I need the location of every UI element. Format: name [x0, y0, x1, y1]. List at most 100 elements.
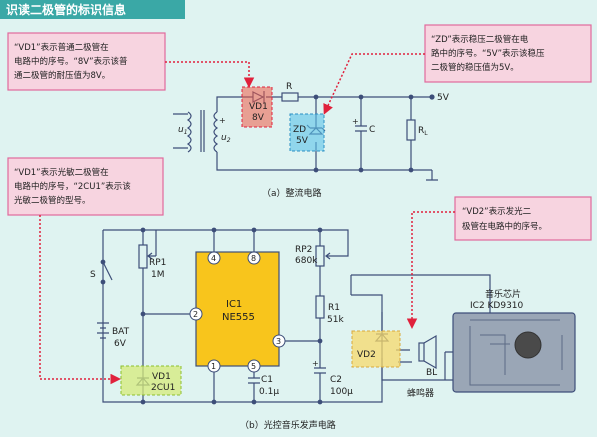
c2-value-label: 100μ [330, 387, 353, 397]
rp2-value-label: 680k [295, 256, 318, 266]
note-vd2: “VD2”表示发光二 极管在电路中的序号。 [454, 196, 592, 241]
callout-arrows [39, 53, 455, 385]
ic1-leads [213, 230, 320, 402]
c2-name-label: C2 [330, 375, 342, 385]
pin-4 [207, 251, 221, 265]
pin-5-label: 5 [251, 362, 256, 371]
chip-leads [445, 351, 453, 381]
svg-text:路中的序号。“5V”表示该稳压: 路中的序号。“5V”表示该稳压 [431, 48, 545, 59]
zd-name-label: ZD [293, 125, 306, 135]
pin-2 [189, 307, 203, 321]
u1-label: u1 [178, 125, 188, 136]
svg-text:极管在电路中的序号。: 极管在电路中的序号。 [462, 221, 547, 232]
resistor-rl [406, 119, 416, 141]
svg-text:“ZD”表示稳压二极管在电: “ZD”表示稳压二极管在电 [431, 34, 529, 45]
transformer-primary-leads [173, 113, 188, 149]
zd-highlight-box [289, 113, 325, 152]
rp2-resistor [315, 245, 325, 267]
arrow-to-vd1 [165, 61, 255, 88]
pin-5 [247, 359, 261, 373]
chip-title-label: 音乐芯片 [485, 288, 521, 300]
r1-name-label: R1 [328, 303, 340, 313]
chip-name-label: IC2 KD9310 [470, 301, 524, 311]
vd1-photodiode-highlight [120, 365, 182, 396]
r1-value-label: 51k [327, 315, 344, 325]
arrow-to-zd [323, 53, 425, 115]
rp1-wiper [147, 252, 156, 260]
bat-value-label: 6V [114, 339, 127, 349]
chip-traces [469, 319, 563, 386]
buzzer-label: 蜂鸣器 [407, 387, 434, 399]
c2-plus: + [312, 359, 319, 368]
pin-2-label: 2 [193, 310, 198, 319]
svg-text:二极管的稳压值为5V。: 二极管的稳压值为5V。 [431, 62, 519, 73]
switch-label: S [90, 270, 96, 280]
svg-text:电路中的序号。“8V”表示该普: 电路中的序号。“8V”表示该普 [14, 56, 128, 67]
pin-3 [272, 334, 286, 348]
rp2-name-label: RP2 [295, 245, 312, 255]
circuit-b [97, 227, 491, 405]
transformer-plus: + [219, 116, 226, 125]
c2-capacitor [314, 367, 326, 402]
header-title: 识读二极管的标识信息 [6, 2, 126, 17]
ic1-model-label: NE555 [222, 312, 255, 323]
note-vd1-photodiode: “VD1”表示光敏二极管在 电路中的序号，“2CU1”表示该 光敏二极管的型号。 [7, 157, 164, 216]
buzzer-body [418, 342, 425, 362]
vd1-photodiode-model: 2CU1 [151, 383, 175, 393]
rp1-value-label: 1M [151, 270, 165, 280]
c1-capacitor [248, 377, 260, 402]
rp1-resistor [138, 244, 148, 269]
vd2-highlight-box [351, 330, 401, 368]
circuit-a-caption: （a）整流电路 [262, 187, 322, 199]
svg-text:电路中的序号，“2CU1”表示该: 电路中的序号，“2CU1”表示该 [14, 181, 131, 192]
ic1-pins [189, 251, 286, 373]
output-5v-label: 5V [437, 93, 450, 103]
ic1-block [195, 251, 280, 367]
arrow-to-photodiode [39, 215, 121, 385]
transformer-secondary-coil [213, 111, 219, 153]
led-top-wire [351, 274, 491, 314]
pin-1 [207, 359, 221, 373]
svg-text:“VD1”表示光敏二极管在: “VD1”表示光敏二极管在 [14, 167, 109, 178]
header-bar [0, 0, 185, 19]
circuit-b-caption: （b）光控音乐发声电路 [240, 419, 336, 431]
switch-blade [102, 261, 113, 281]
svg-text:光敏二极管的型号。: 光敏二极管的型号。 [14, 195, 91, 206]
transformer-primary-coil [186, 111, 192, 153]
vd1-value-label: 8V [252, 113, 265, 123]
ic1-name-label: IC1 [226, 299, 242, 310]
vd2-name-label: VD2 [357, 350, 376, 360]
pin-4-label: 4 [211, 254, 216, 263]
pin-1-label: 1 [211, 362, 216, 371]
pin-8-label: 8 [251, 254, 256, 263]
vd1-name-label: VD1 [249, 102, 268, 112]
bat-name-label: BAT [112, 327, 130, 337]
note-zd: “ZD”表示稳压二极管在电 路中的序号。“5V”表示该稳压 二极管的稳压值为5V… [424, 24, 592, 83]
ground-symbol [426, 170, 438, 181]
bl-label: BL [426, 368, 437, 378]
pin-3-label: 3 [276, 337, 281, 346]
vd1-highlight-box [241, 86, 273, 128]
frame-left-bottom [102, 230, 383, 403]
note-vd1-normal: “VD1”表示普通二极管在 电路中的序号。“8V”表示该普 通二极管的耐压值为8… [7, 32, 166, 91]
c1-name-label: C1 [261, 375, 273, 385]
battery-symbol [97, 322, 109, 339]
music-chip-board [452, 312, 576, 393]
buzzer-horn [423, 334, 437, 370]
u2-label: u2 [221, 133, 231, 144]
r-label: R [286, 82, 292, 92]
rl-label: RL [418, 126, 428, 137]
svg-text:“VD2”表示发光二: “VD2”表示发光二 [462, 206, 532, 217]
c-label: C [369, 125, 375, 135]
rp1-name-label: RP1 [149, 258, 166, 268]
svg-text:“VD1”表示普通二极管在: “VD1”表示普通二极管在 [14, 42, 109, 53]
pin-8 [247, 251, 261, 265]
c-plus: + [352, 117, 359, 126]
capacitor-c [355, 97, 367, 170]
c1-value-label: 0.1μ [259, 387, 279, 397]
chip-blob [514, 331, 542, 359]
vd1-photodiode-name: VD1 [152, 372, 171, 382]
rp2-wiper [320, 229, 349, 260]
